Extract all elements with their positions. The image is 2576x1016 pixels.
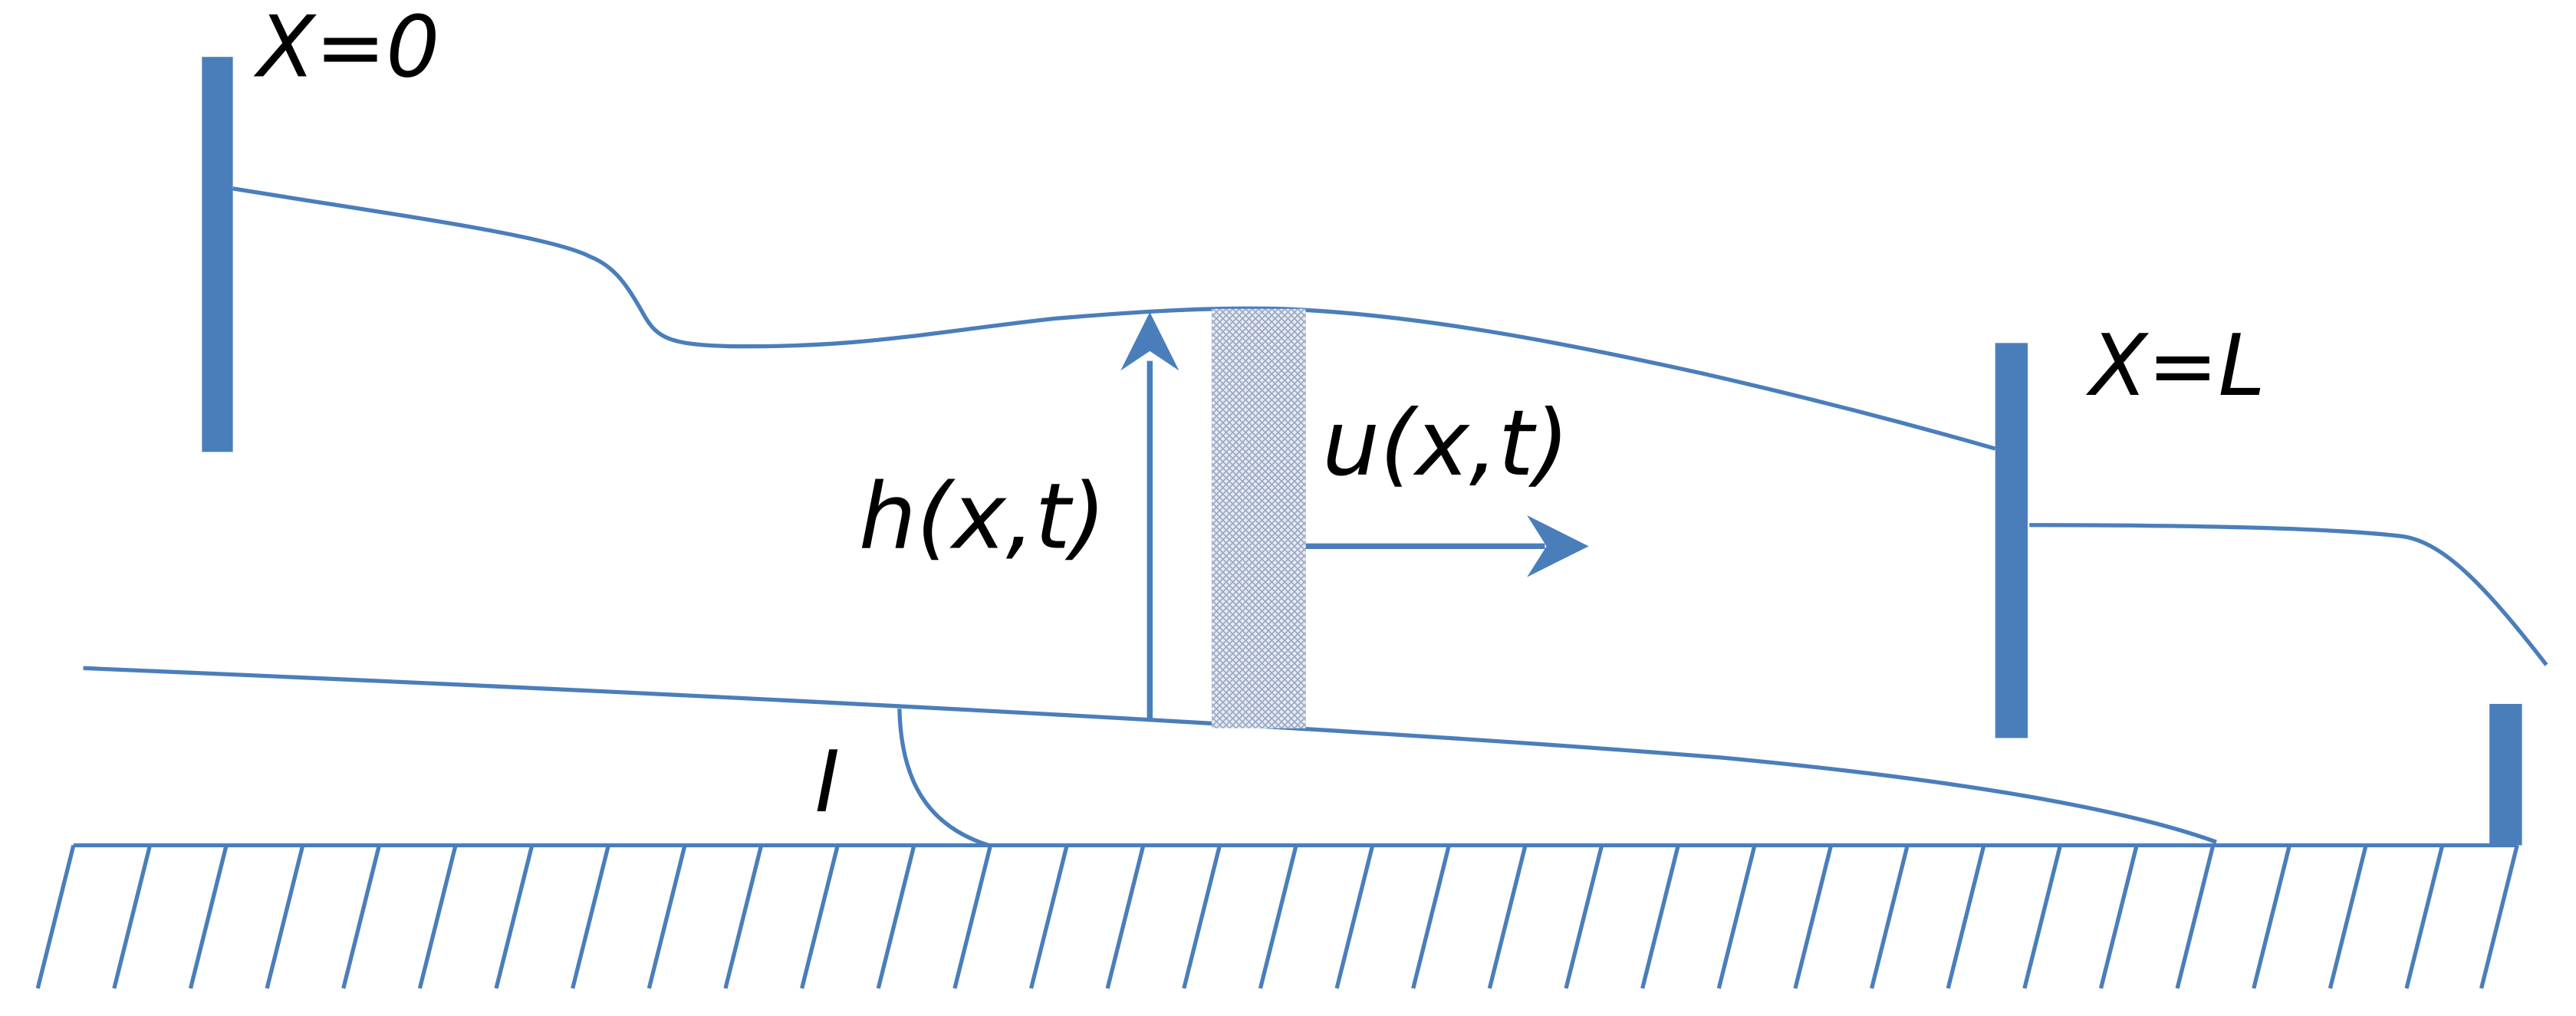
downstream-boundary-label: X=L: [2086, 317, 2265, 415]
control-volume: [1211, 308, 1306, 728]
datum-ground: [35, 843, 2519, 989]
depth-label: h(x,t): [859, 463, 1106, 569]
downstream-gate: [1995, 343, 2028, 738]
water-surface: [232, 186, 1996, 451]
slope-angle-arc: [897, 709, 990, 847]
upstream-boundary-label: X=0: [253, 0, 439, 97]
upstream-gate: [202, 57, 233, 452]
slope-label: I: [815, 733, 841, 831]
velocity-arrow: [1305, 515, 1589, 577]
depth-arrow: [1120, 312, 1179, 722]
end-weir: [2489, 703, 2522, 846]
tailwater-surface: [2029, 523, 2548, 666]
velocity-label: u(x,t): [1322, 390, 1569, 496]
channel-bed: [83, 666, 2217, 844]
